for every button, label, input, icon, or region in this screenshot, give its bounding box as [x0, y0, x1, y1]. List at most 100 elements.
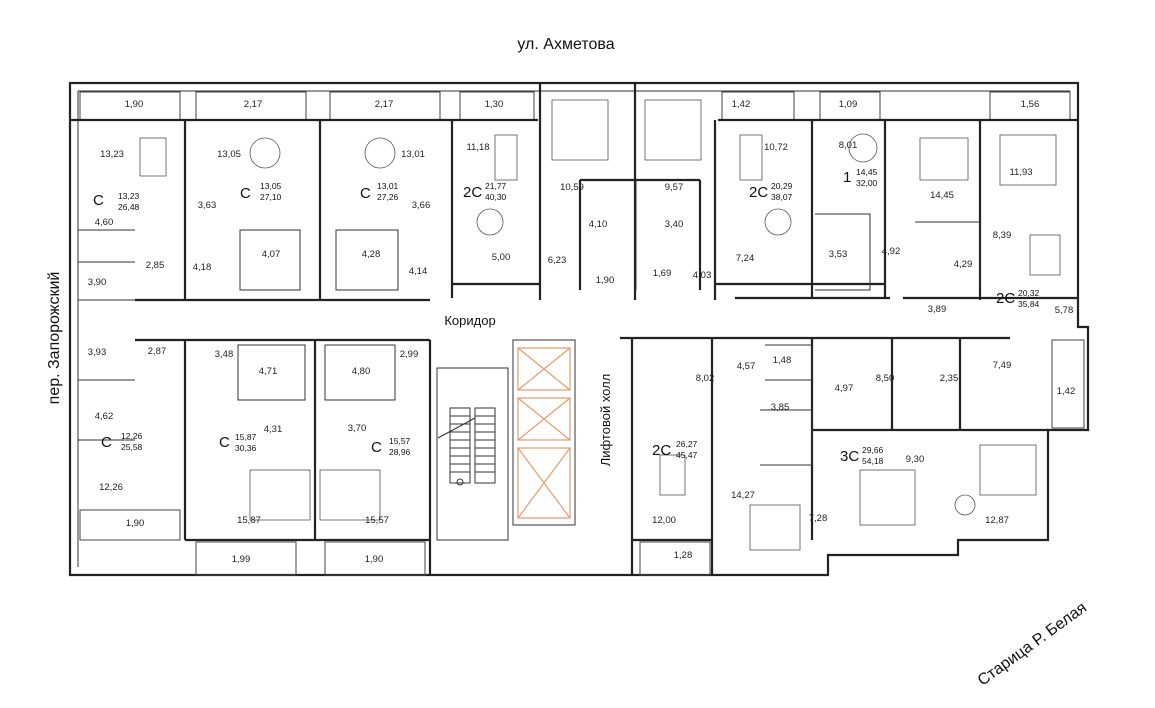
room-area: 4,71 — [259, 366, 278, 377]
room-area: 3,40 — [665, 219, 684, 230]
room-area: 9,57 — [665, 182, 684, 193]
room-area: 2,99 — [400, 349, 419, 360]
svg-text:25,58: 25,58 — [121, 442, 143, 452]
svg-text:15,57: 15,57 — [389, 436, 411, 446]
room-area: 8,02 — [696, 373, 715, 384]
svg-text:3С: 3С — [840, 448, 859, 465]
room-area: 4,14 — [409, 266, 428, 277]
room-area: 10,72 — [764, 142, 788, 153]
street-west-label: пер. Запорожский — [46, 272, 63, 405]
room-area: 12,26 — [99, 482, 123, 493]
apartment-label: С 15,57 28,96 — [371, 436, 411, 457]
room-area: 11,18 — [466, 142, 489, 153]
north-balconies — [79, 91, 1071, 121]
svg-text:С: С — [360, 185, 371, 202]
apartment-label: 2С 21,77 40,30 — [463, 181, 507, 202]
apartment-label: 2С 26,27 45,47 — [652, 439, 698, 460]
room-area: 15,57 — [365, 515, 389, 526]
svg-text:15,87: 15,87 — [235, 432, 257, 442]
room-areas: 1,90 2,17 2,17 1,30 1,42 1,09 1,56 13,23… — [88, 99, 1076, 565]
room-area: 3,48 — [215, 349, 234, 360]
room-area: 13,01 — [401, 149, 425, 160]
room-area: 14,45 — [930, 190, 954, 201]
room-area: 2,35 — [940, 373, 959, 384]
room-area: 8,39 — [993, 230, 1012, 241]
room-area: 7,24 — [736, 253, 755, 264]
room-area: 4,62 — [95, 411, 114, 422]
svg-text:54,18: 54,18 — [862, 456, 884, 466]
apartment-label: С 13,23 26,48 — [93, 191, 140, 212]
apartment-labels: С 13,23 26,48 С 13,05 27,10 С 13,01 27,2… — [93, 167, 1040, 466]
street-southeast-label: Старица Р. Белая — [975, 599, 1090, 689]
apartment-label: 3С 29,66 54,18 — [840, 445, 884, 466]
room-area: 12,00 — [652, 515, 676, 526]
room-area: 1,28 — [674, 550, 693, 561]
apartment-label: 2С 20,32 35,84 — [996, 288, 1040, 309]
svg-text:32,00: 32,00 — [856, 178, 878, 188]
room-area: 3,93 — [88, 347, 107, 358]
svg-text:2С: 2С — [652, 442, 671, 459]
svg-text:35,84: 35,84 — [1018, 299, 1040, 309]
room-area: 1,90 — [125, 99, 144, 110]
room-area: 6,23 — [548, 255, 567, 266]
room-area: 4,60 — [95, 217, 114, 228]
svg-text:С: С — [101, 434, 112, 451]
room-area: 7,49 — [993, 360, 1012, 371]
room-area: 13,23 — [100, 149, 124, 160]
svg-text:2С: 2С — [463, 184, 482, 201]
apartment-label: С 15,87 30,36 — [219, 432, 257, 453]
room-area: 3,66 — [412, 200, 431, 211]
room-area: 4,29 — [954, 259, 973, 270]
svg-text:13,05: 13,05 — [260, 181, 282, 191]
apartment-label: С 12,26 25,58 — [101, 431, 143, 452]
room-area: 13,05 — [217, 149, 241, 160]
room-area: 1,69 — [653, 268, 672, 279]
svg-text:38,07: 38,07 — [771, 192, 793, 202]
room-area: 1,42 — [1057, 386, 1076, 397]
corridor-label: Коридор — [444, 313, 495, 328]
svg-text:27,26: 27,26 — [377, 192, 399, 202]
svg-text:13,01: 13,01 — [377, 181, 399, 191]
room-area: 11,93 — [1009, 167, 1032, 178]
svg-text:20,32: 20,32 — [1018, 288, 1040, 298]
svg-text:С: С — [93, 192, 104, 209]
room-area: 10,59 — [560, 182, 584, 193]
room-area: 1,90 — [365, 554, 384, 565]
street-north-label: ул. Ахметова — [517, 36, 614, 53]
room-area: 3,53 — [829, 249, 848, 260]
room-area: 3,90 — [88, 277, 107, 288]
internal-walls-south — [78, 338, 1048, 575]
room-area: 9,30 — [906, 454, 925, 465]
svg-text:С: С — [371, 439, 382, 456]
room-area: 4,31 — [264, 424, 283, 435]
room-area: 3,63 — [198, 200, 217, 211]
stair-core — [436, 367, 509, 541]
room-area: 4,97 — [835, 383, 854, 394]
south-balconies — [79, 339, 1085, 576]
room-area: 4,18 — [193, 262, 212, 273]
room-area: 4,80 — [352, 366, 371, 377]
room-area: 8,01 — [839, 140, 858, 151]
svg-text:26,48: 26,48 — [118, 202, 140, 212]
svg-text:21,77: 21,77 — [485, 181, 507, 191]
svg-text:С: С — [219, 434, 230, 451]
building-outline — [68, 81, 1090, 577]
room-area: 3,89 — [928, 304, 947, 315]
room-area: 8,50 — [876, 373, 895, 384]
room-area: 1,42 — [732, 99, 751, 110]
svg-text:28,96: 28,96 — [389, 447, 411, 457]
internal-walls-north — [70, 83, 1078, 301]
room-area: 4,28 — [362, 249, 381, 260]
room-area: 1,90 — [126, 518, 145, 529]
room-area: 5,78 — [1055, 305, 1074, 316]
svg-text:20,29: 20,29 — [771, 181, 793, 191]
apartment-label: С 13,05 27,10 — [240, 181, 282, 202]
svg-text:30,36: 30,36 — [235, 443, 257, 453]
room-area: 2,17 — [375, 99, 394, 110]
room-area: 2,85 — [146, 260, 165, 271]
svg-text:27,10: 27,10 — [260, 192, 282, 202]
svg-text:45,47: 45,47 — [676, 450, 698, 460]
room-area: 3,70 — [348, 423, 367, 434]
svg-text:2С: 2С — [749, 184, 768, 201]
